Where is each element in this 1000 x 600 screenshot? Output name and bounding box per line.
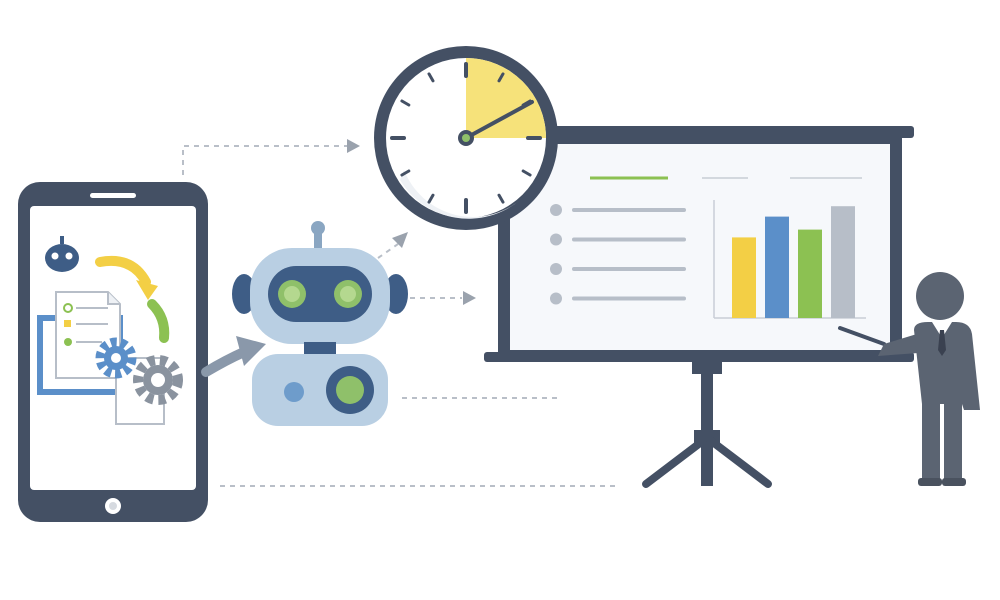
chart-bar-2 — [765, 216, 789, 318]
arrow-shaft — [201, 347, 249, 377]
clock-hand-long — [464, 100, 534, 140]
arrowhead-up-icon — [392, 232, 408, 248]
chart-bars — [732, 206, 855, 318]
robot-ear-right — [384, 274, 408, 314]
chart-bar-1 — [732, 237, 756, 318]
clock-center-dot — [462, 134, 470, 142]
curved-arrow-yellow-head-icon — [136, 280, 158, 300]
robot-neck — [304, 342, 336, 356]
mini-robot-icon — [45, 236, 79, 272]
curved-arrow-yellow — [95, 256, 151, 287]
clock-tick-2 — [497, 72, 505, 83]
phone-icon — [18, 182, 208, 522]
tripod-pole — [701, 370, 713, 486]
phone-home-button-inner — [109, 502, 117, 510]
board-bullet-1 — [550, 204, 562, 216]
board-bottom-bar — [484, 352, 914, 362]
document-bullet-3 — [64, 338, 72, 346]
document-corner — [107, 292, 120, 305]
presentation-board — [484, 126, 914, 488]
presenter-torso — [914, 322, 980, 410]
presenter-leg-left — [922, 402, 940, 482]
robot-antenna-tip — [311, 221, 325, 235]
presenter-tie — [938, 330, 946, 356]
presenter-foot-left — [918, 478, 942, 486]
arrow-head — [236, 336, 266, 366]
gear-blue-hub — [111, 353, 121, 363]
board-top-bar — [484, 126, 914, 138]
arrow-icon — [201, 336, 266, 377]
document-bullet-1 — [63, 303, 73, 313]
clock-icon — [374, 46, 558, 230]
robot-icon — [232, 221, 408, 426]
chart-bar-3 — [798, 229, 822, 318]
tripod-clamp — [692, 360, 722, 374]
board-bullet-2 — [550, 233, 562, 246]
curved-arrow-green — [147, 299, 170, 343]
robot-visor — [268, 266, 372, 322]
chart-bar-4 — [831, 206, 855, 318]
gear-grey-hub — [151, 373, 165, 387]
clock-tick-5 — [521, 169, 532, 177]
clock-highlight-wedge — [466, 58, 546, 138]
presenter-leg-right — [944, 402, 962, 482]
board-bullet-3 — [550, 263, 562, 275]
connector-lines — [182, 145, 620, 487]
robot-body-dial-inner — [336, 376, 364, 404]
clock-ticks — [390, 62, 542, 214]
tripod-leg-left — [642, 436, 708, 488]
arrowhead-board-icon — [463, 291, 476, 305]
presenter-head — [916, 272, 964, 320]
presenter-icon — [838, 272, 980, 486]
robot-eye-left-inner — [284, 286, 300, 302]
chart-area — [713, 200, 866, 319]
gear-icon-blue — [95, 337, 137, 379]
document-bullet-2 — [64, 320, 71, 327]
clock-tick-6 — [497, 193, 505, 204]
tripod-leg-right — [706, 436, 772, 488]
gear-grey-ring — [133, 355, 183, 405]
robot-ear-left — [232, 274, 256, 314]
connector-arrowheads — [347, 139, 476, 305]
mini-robot-antenna — [60, 236, 64, 244]
robot-eye-right-inner — [340, 286, 356, 302]
presenter-foot-right — [942, 478, 966, 486]
board-bullet-4 — [550, 292, 562, 305]
robot-body-dot — [284, 382, 304, 402]
clock-shade — [400, 170, 520, 219]
mini-robot-head — [45, 244, 79, 272]
arrowhead-clock-icon — [347, 139, 360, 153]
connector-robot-up — [377, 243, 399, 259]
clock-tick-8 — [427, 193, 435, 204]
board-bullet-list — [550, 204, 686, 305]
gear-blue-ring — [95, 337, 137, 379]
robot-antenna-stem — [314, 230, 322, 250]
clock-tick-11 — [400, 99, 411, 107]
mini-robot-eye-right — [65, 252, 73, 260]
clock-tick-9 — [400, 169, 411, 177]
connector-phone-to-clock — [182, 145, 348, 175]
gear-icon-grey — [133, 355, 183, 405]
clock-tick-12 — [427, 72, 435, 83]
phone-speaker — [90, 193, 136, 198]
presenter-pointer — [838, 326, 886, 346]
mini-robot-eye-left — [51, 252, 59, 260]
